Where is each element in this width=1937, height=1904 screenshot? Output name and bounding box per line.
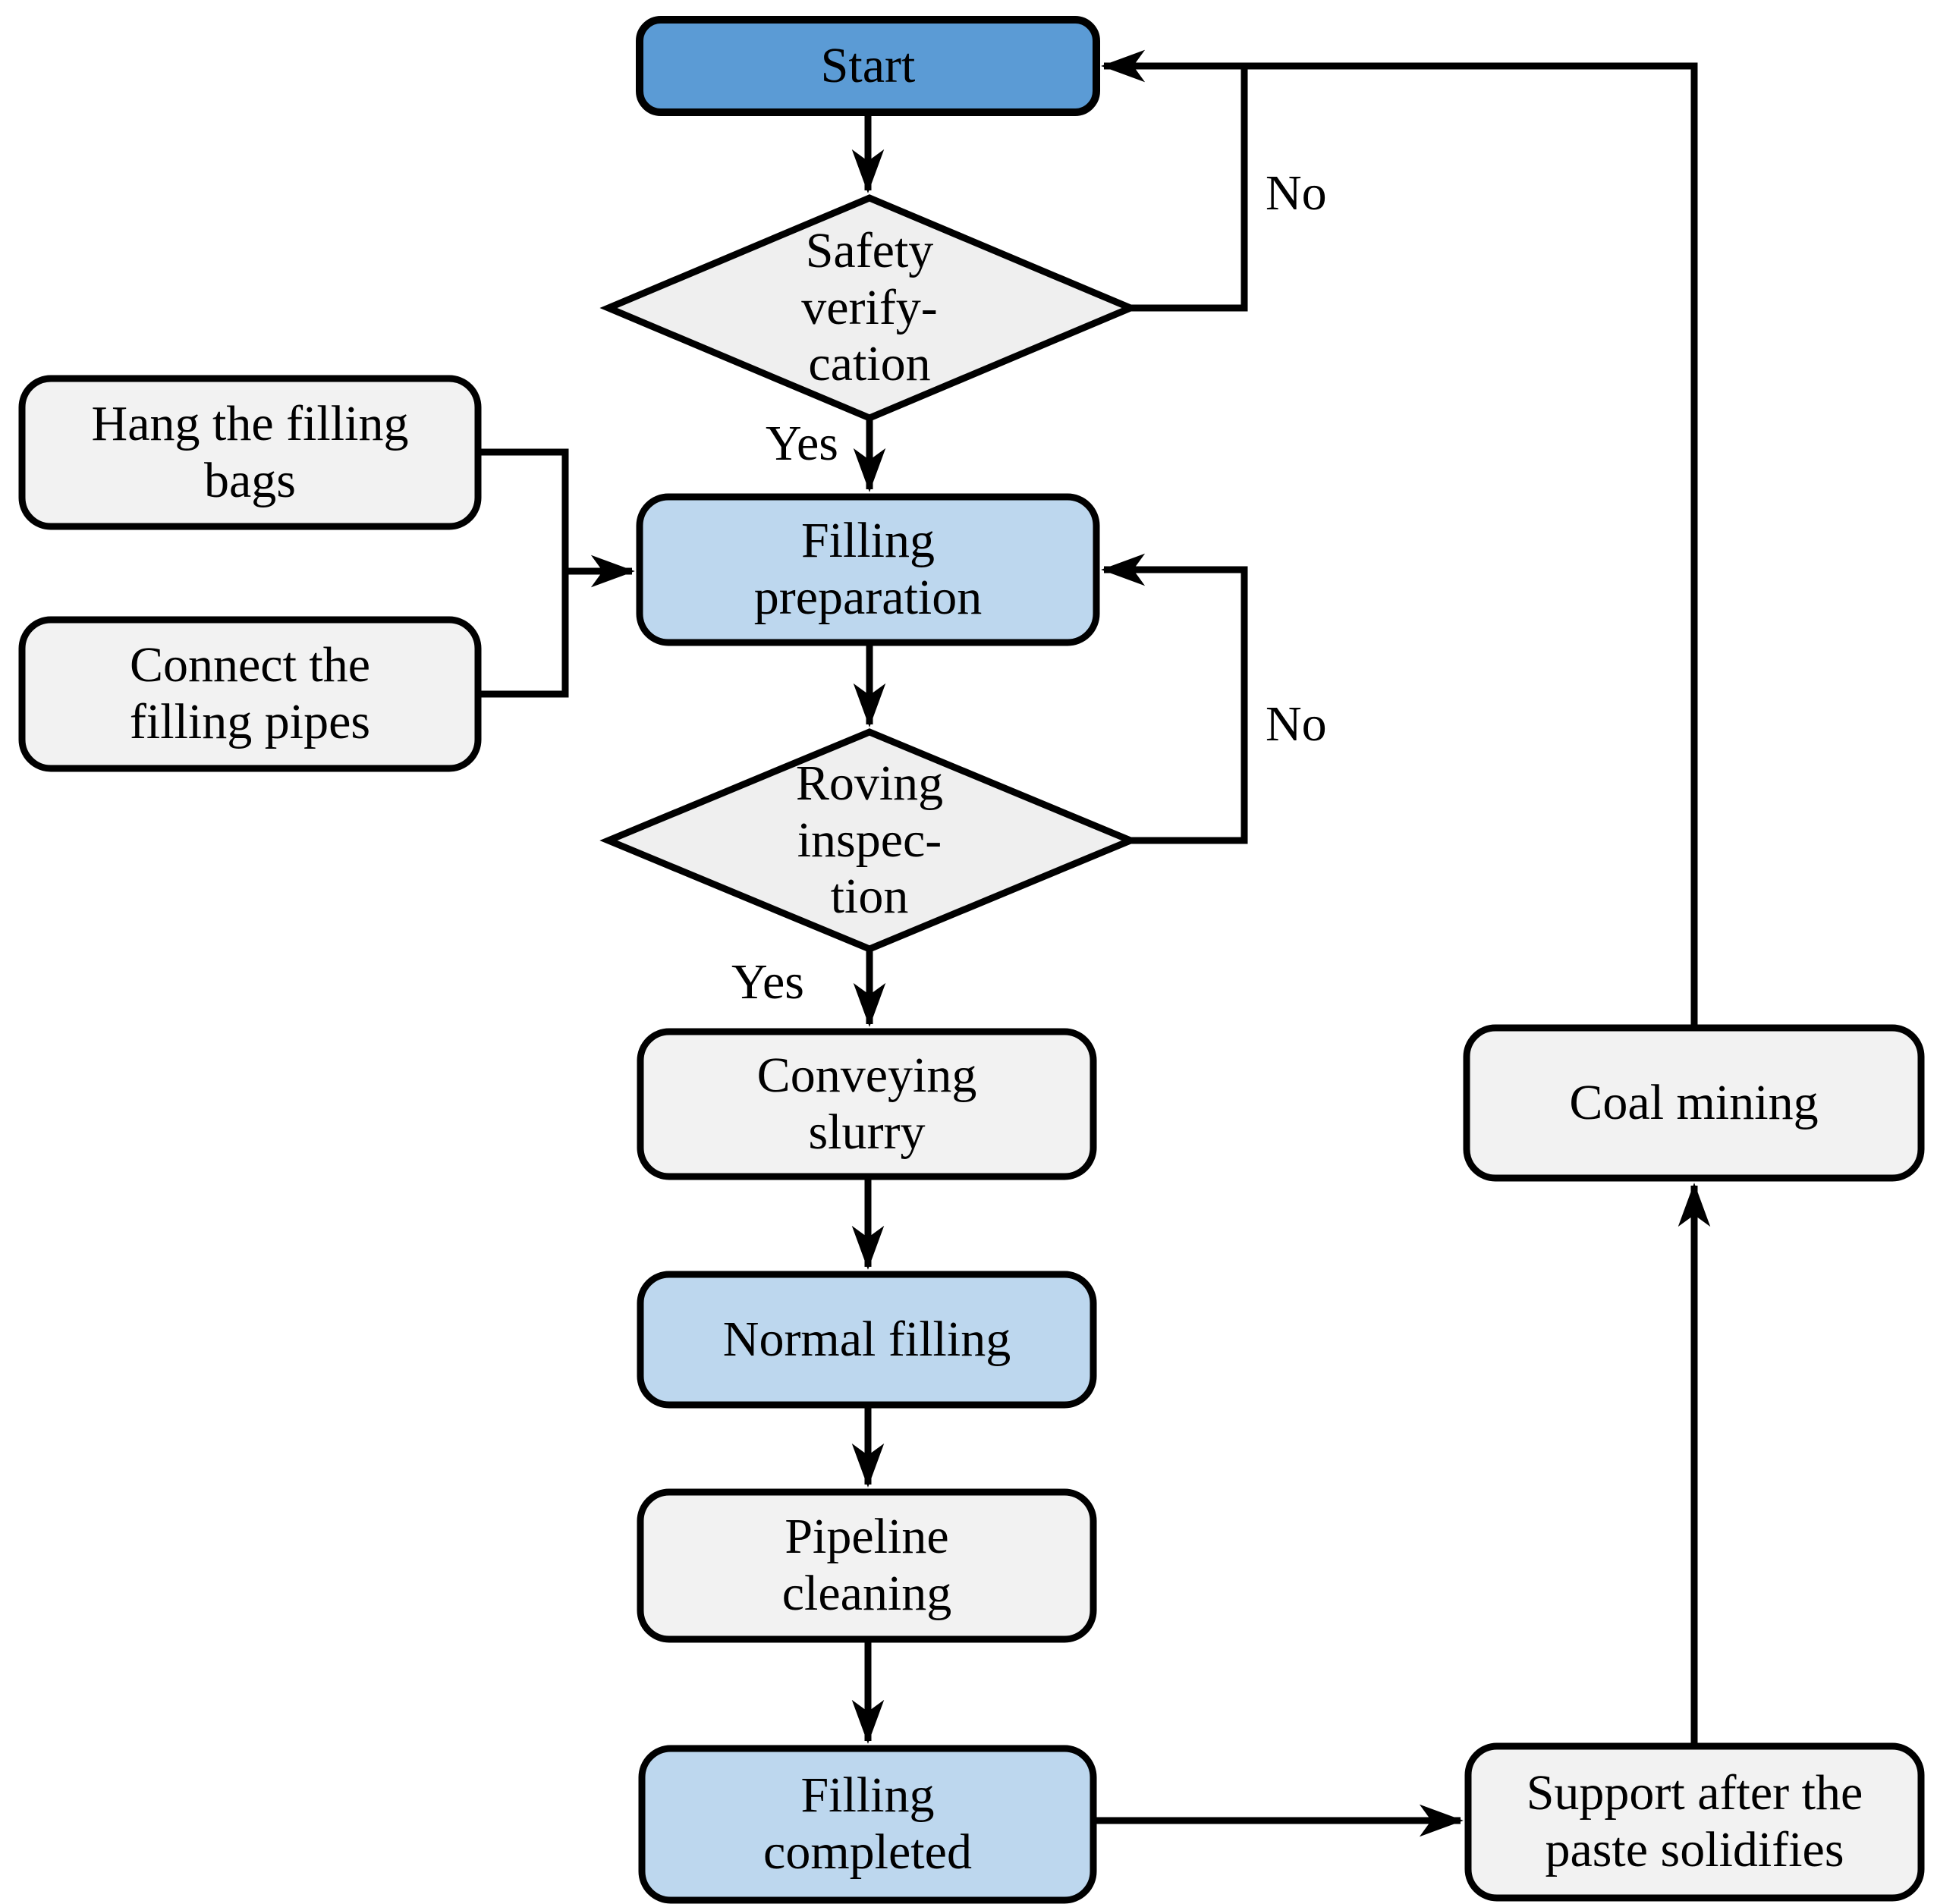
normal-filling-shape <box>637 1271 1097 1409</box>
coal-mining-shape <box>1463 1024 1925 1182</box>
support-after-paste-shape <box>1464 1742 1925 1902</box>
filling-preparation-shape <box>636 493 1100 646</box>
conveying-slurry-shape <box>637 1028 1097 1180</box>
edge-label-safety-no: No <box>1266 165 1327 221</box>
edge-label-roving-yes: Yes <box>731 954 804 1010</box>
connect-filling-pipes-shape <box>18 616 482 772</box>
edge-label-safety-yes: Yes <box>765 416 838 471</box>
safety-verification-shape <box>599 194 1140 422</box>
edge-roving-no <box>1101 553 1248 844</box>
edge-label-roving-no: No <box>1266 696 1327 752</box>
edge-safety-no <box>1130 66 1248 312</box>
pipeline-cleaning-shape <box>637 1488 1097 1643</box>
edge-coal-to-start <box>1101 49 1698 1028</box>
filling-completed-shape <box>638 1745 1097 1904</box>
hang-filling-bags-shape <box>18 375 482 530</box>
start-shape <box>636 16 1100 116</box>
edge-side-bracket <box>478 448 569 698</box>
roving-inspection-shape <box>599 728 1140 953</box>
